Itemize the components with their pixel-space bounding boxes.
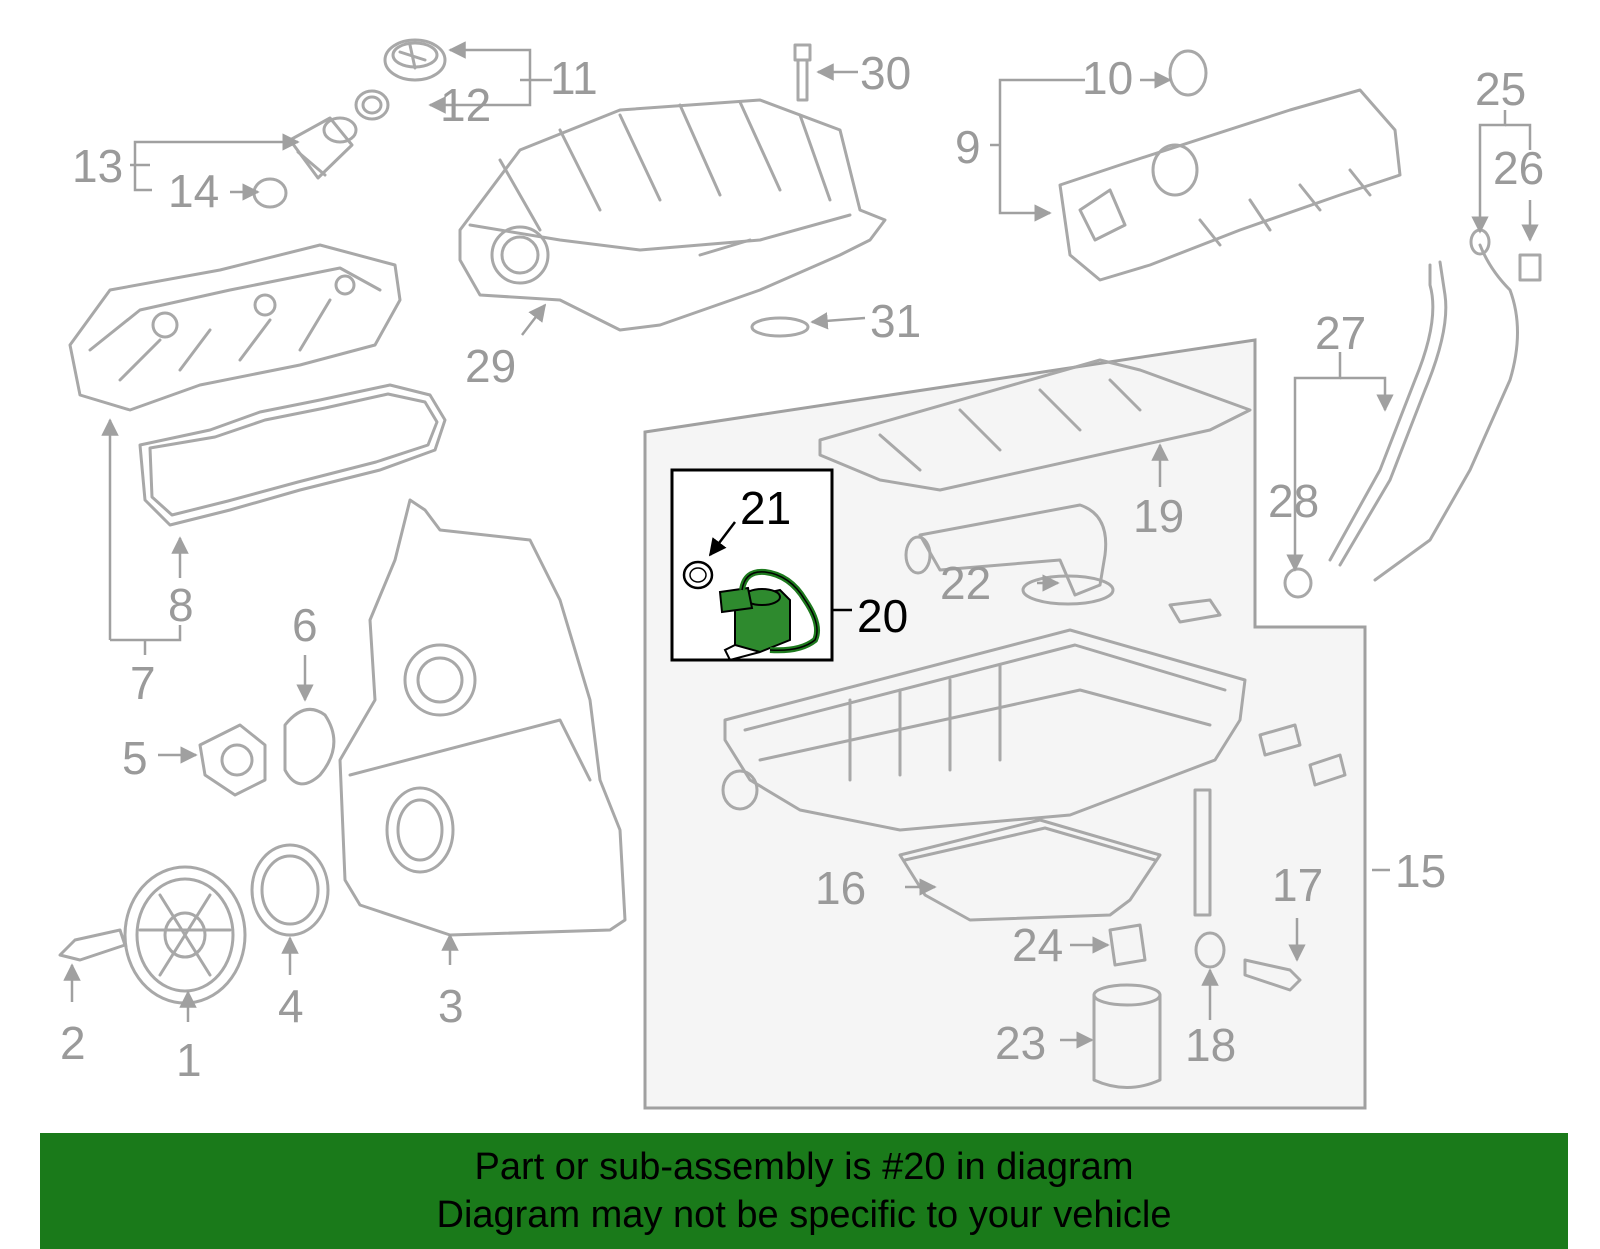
callout-2: 2: [60, 1017, 86, 1069]
callout-29: 29: [465, 340, 517, 392]
crankshaft-sensor: [198, 723, 267, 797]
oil-level-dipstick: [1328, 243, 1519, 582]
callout-24: 24: [1012, 919, 1064, 971]
dipstick-cap: [1518, 253, 1542, 282]
callout-1: 1: [176, 1034, 202, 1086]
filler-seal: [354, 89, 390, 121]
banner-line-1: Part or sub-assembly is #20 in diagram: [474, 1146, 1134, 1188]
callout-13: 13: [72, 140, 124, 192]
callout-21: 21: [740, 482, 792, 534]
callout-27: 27: [1315, 307, 1367, 359]
callout-8: 8: [168, 579, 194, 631]
callout-6: 6: [292, 599, 318, 651]
callout-9: 9: [955, 121, 981, 173]
callout-25: 25: [1475, 63, 1527, 115]
oil-filler-tube: [288, 116, 358, 180]
callout-20: 20: [857, 590, 909, 642]
oil-pressure-sensor-part-20: [718, 586, 791, 662]
callout-23: 23: [995, 1017, 1047, 1069]
crankshaft-balancer: [123, 865, 247, 1005]
callout-12: 12: [440, 79, 492, 131]
callout-14: 14: [168, 165, 220, 217]
drain-plug-bolt: [1243, 958, 1302, 992]
filler-tube-seal: [252, 177, 288, 209]
callout-10: 10: [1082, 52, 1134, 104]
oil-filter: [1092, 983, 1162, 1089]
pan-bolt: [1193, 788, 1212, 917]
callout-7: 7: [130, 657, 156, 709]
valve-cover-left: [68, 243, 402, 412]
oil-pan: [721, 628, 1347, 832]
lower-oil-pan: [898, 818, 1162, 922]
oil-pan-group-box: [643, 338, 1367, 1110]
drain-plug-washer: [1194, 931, 1226, 969]
callout-19: 19: [1133, 490, 1185, 542]
oil-filler-cap: [383, 38, 447, 82]
callout-11: 11: [550, 52, 598, 104]
throttle-body-gasket: [750, 316, 810, 338]
part-21-seal: [682, 560, 714, 590]
callout-4: 4: [278, 980, 304, 1032]
callout-5: 5: [122, 732, 148, 784]
valve-cover-gasket: [138, 383, 447, 527]
callout-28: 28: [1268, 475, 1320, 527]
callout-17: 17: [1272, 859, 1324, 911]
oil-pump-pickup: [904, 503, 1115, 606]
callout-30: 30: [860, 47, 912, 99]
callout-16: 16: [815, 862, 867, 914]
callout-31: 31: [870, 295, 922, 347]
front-crank-seal: [250, 843, 330, 937]
manifold-bolt: [793, 43, 812, 102]
callout-15: 15: [1395, 845, 1447, 897]
oil-pan-gasket: [818, 358, 1252, 492]
engine-front-cover: [338, 498, 627, 937]
front-cover-gasket: [283, 707, 336, 786]
callout-26: 26: [1493, 142, 1545, 194]
drain-plug-nut: [1168, 598, 1222, 624]
info-banner: Part or sub-assembly is #20 in diagram D…: [40, 1133, 1568, 1249]
banner-line-2: Diagram may not be specific to your vehi…: [436, 1194, 1172, 1236]
oil-cooler-fitting: [1108, 923, 1147, 967]
callout-22: 22: [940, 557, 992, 609]
oil-fill-seal: [1168, 49, 1208, 97]
intake-manifold: [458, 98, 887, 332]
callout-3: 3: [438, 980, 464, 1032]
valve-cover-right: [1058, 88, 1402, 282]
balancer-bolt: [58, 928, 127, 962]
callout-18: 18: [1185, 1019, 1237, 1071]
